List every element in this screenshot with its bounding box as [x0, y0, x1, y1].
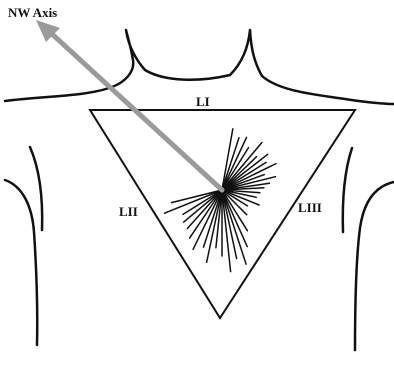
right-armpit-outline — [343, 148, 352, 232]
vector-ray — [222, 190, 237, 259]
lead-i-label: LI — [196, 94, 210, 109]
left-arm-outline — [5, 180, 37, 345]
lead-ii-label: LII — [119, 204, 138, 219]
right-arm-outline — [355, 182, 394, 350]
lead-iii-label: LIII — [298, 200, 322, 215]
nw-axis-label: NW Axis — [8, 5, 57, 20]
